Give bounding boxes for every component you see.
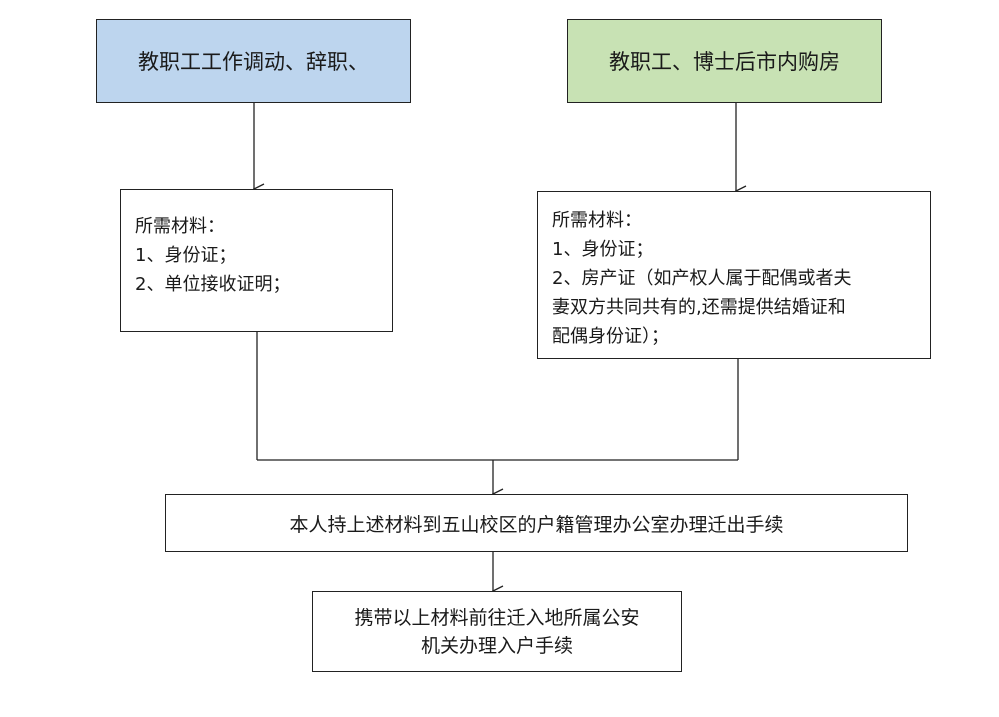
right-material-item: 妻双方共同共有的,还需提供结婚证和 xyxy=(552,297,846,318)
left-title-text: 教职工工作调动、辞职、 xyxy=(138,50,369,74)
step2-text-line2: 机关办理入户手续 xyxy=(420,634,573,657)
right-material-item: 1、身份证； xyxy=(552,239,654,260)
right-title-text: 教职工、博士后市内购房 xyxy=(609,50,840,74)
left-materials-box: 所需材料： 1、身份证； 2、单位接收证明； xyxy=(120,189,393,332)
step2-box: 携带以上材料前往迁入地所属公安 机关办理入户手续 xyxy=(312,591,682,672)
right-material-item: 配偶身份证）； xyxy=(552,326,669,347)
left-material-item: 1、身份证； xyxy=(135,245,237,266)
right-material-item: 2、房产证（如产权人属于配偶或者夫 xyxy=(552,268,852,289)
right-title-box: 教职工、博士后市内购房 xyxy=(567,19,882,103)
left-title-box: 教职工工作调动、辞职、 xyxy=(96,19,411,103)
step1-box: 本人持上述材料到五山校区的户籍管理办公室办理迁出手续 xyxy=(165,494,908,552)
left-materials-heading: 所需材料： xyxy=(135,216,225,237)
right-materials-heading: 所需材料： xyxy=(552,210,642,231)
step1-text: 本人持上述材料到五山校区的户籍管理办公室办理迁出手续 xyxy=(289,513,784,536)
right-materials-box: 所需材料： 1、身份证； 2、房产证（如产权人属于配偶或者夫 妻双方共同共有的,… xyxy=(537,191,931,359)
left-material-item: 2、单位接收证明； xyxy=(135,274,291,295)
step2-text-line1: 携带以上材料前往迁入地所属公安 xyxy=(354,606,640,629)
